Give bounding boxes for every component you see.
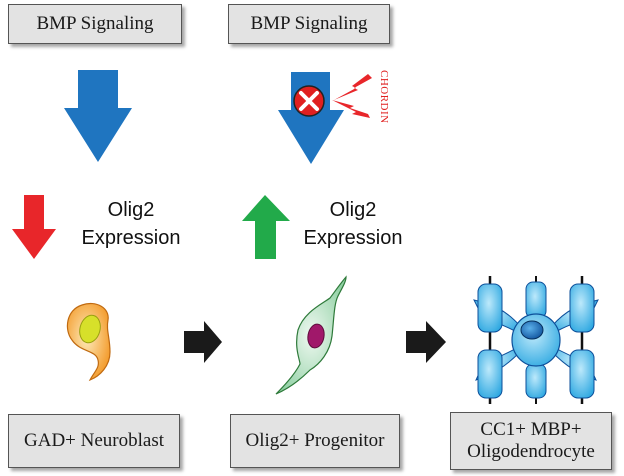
olig2-label: Olig2 bbox=[107, 199, 155, 221]
gad-neuroblast-box: GAD+ Neuroblast bbox=[8, 414, 180, 468]
cc1-mbp-label: CC1+ MBP+ bbox=[480, 419, 582, 440]
olig2-progenitor-box: Olig2+ Progenitor bbox=[230, 414, 400, 468]
progression-arrow-2 bbox=[406, 321, 446, 363]
bmp-signaling-label: BMP Signaling bbox=[250, 13, 368, 34]
olig2-progenitor-label: Olig2+ Progenitor bbox=[245, 430, 385, 451]
olig2-label: Olig2 bbox=[329, 199, 377, 221]
neuroblast-cell-icon bbox=[66, 302, 111, 382]
progenitor-cell-icon bbox=[275, 275, 347, 395]
oligodendrocyte-label: Oligodendrocyte bbox=[467, 441, 595, 462]
olig2-expression-label-left: Olig2 Expression bbox=[66, 196, 196, 252]
bmp-arrow-left bbox=[64, 70, 132, 162]
oligodendrocyte-box: CC1+ MBP+ Oligodendrocyte bbox=[450, 412, 612, 470]
oligodendrocyte-cell-icon bbox=[473, 276, 599, 404]
gad-neuroblast-label: GAD+ Neuroblast bbox=[24, 430, 164, 451]
lightning-bolt-icon bbox=[332, 74, 372, 118]
block-x-icon bbox=[293, 85, 325, 117]
olig2-up-arrow bbox=[242, 195, 290, 259]
bmp-signaling-box-left: BMP Signaling bbox=[8, 4, 182, 44]
olig2-expression-label-right: Olig2 Expression bbox=[288, 196, 418, 252]
bmp-signaling-label: BMP Signaling bbox=[36, 13, 154, 34]
expression-label: Expression bbox=[81, 227, 181, 249]
olig2-down-arrow bbox=[12, 195, 56, 259]
bmp-signaling-box-right: BMP Signaling bbox=[228, 4, 390, 44]
expression-label: Expression bbox=[303, 227, 403, 249]
chordin-label: CHORDIN bbox=[378, 70, 390, 124]
progression-arrow-1 bbox=[184, 321, 222, 363]
